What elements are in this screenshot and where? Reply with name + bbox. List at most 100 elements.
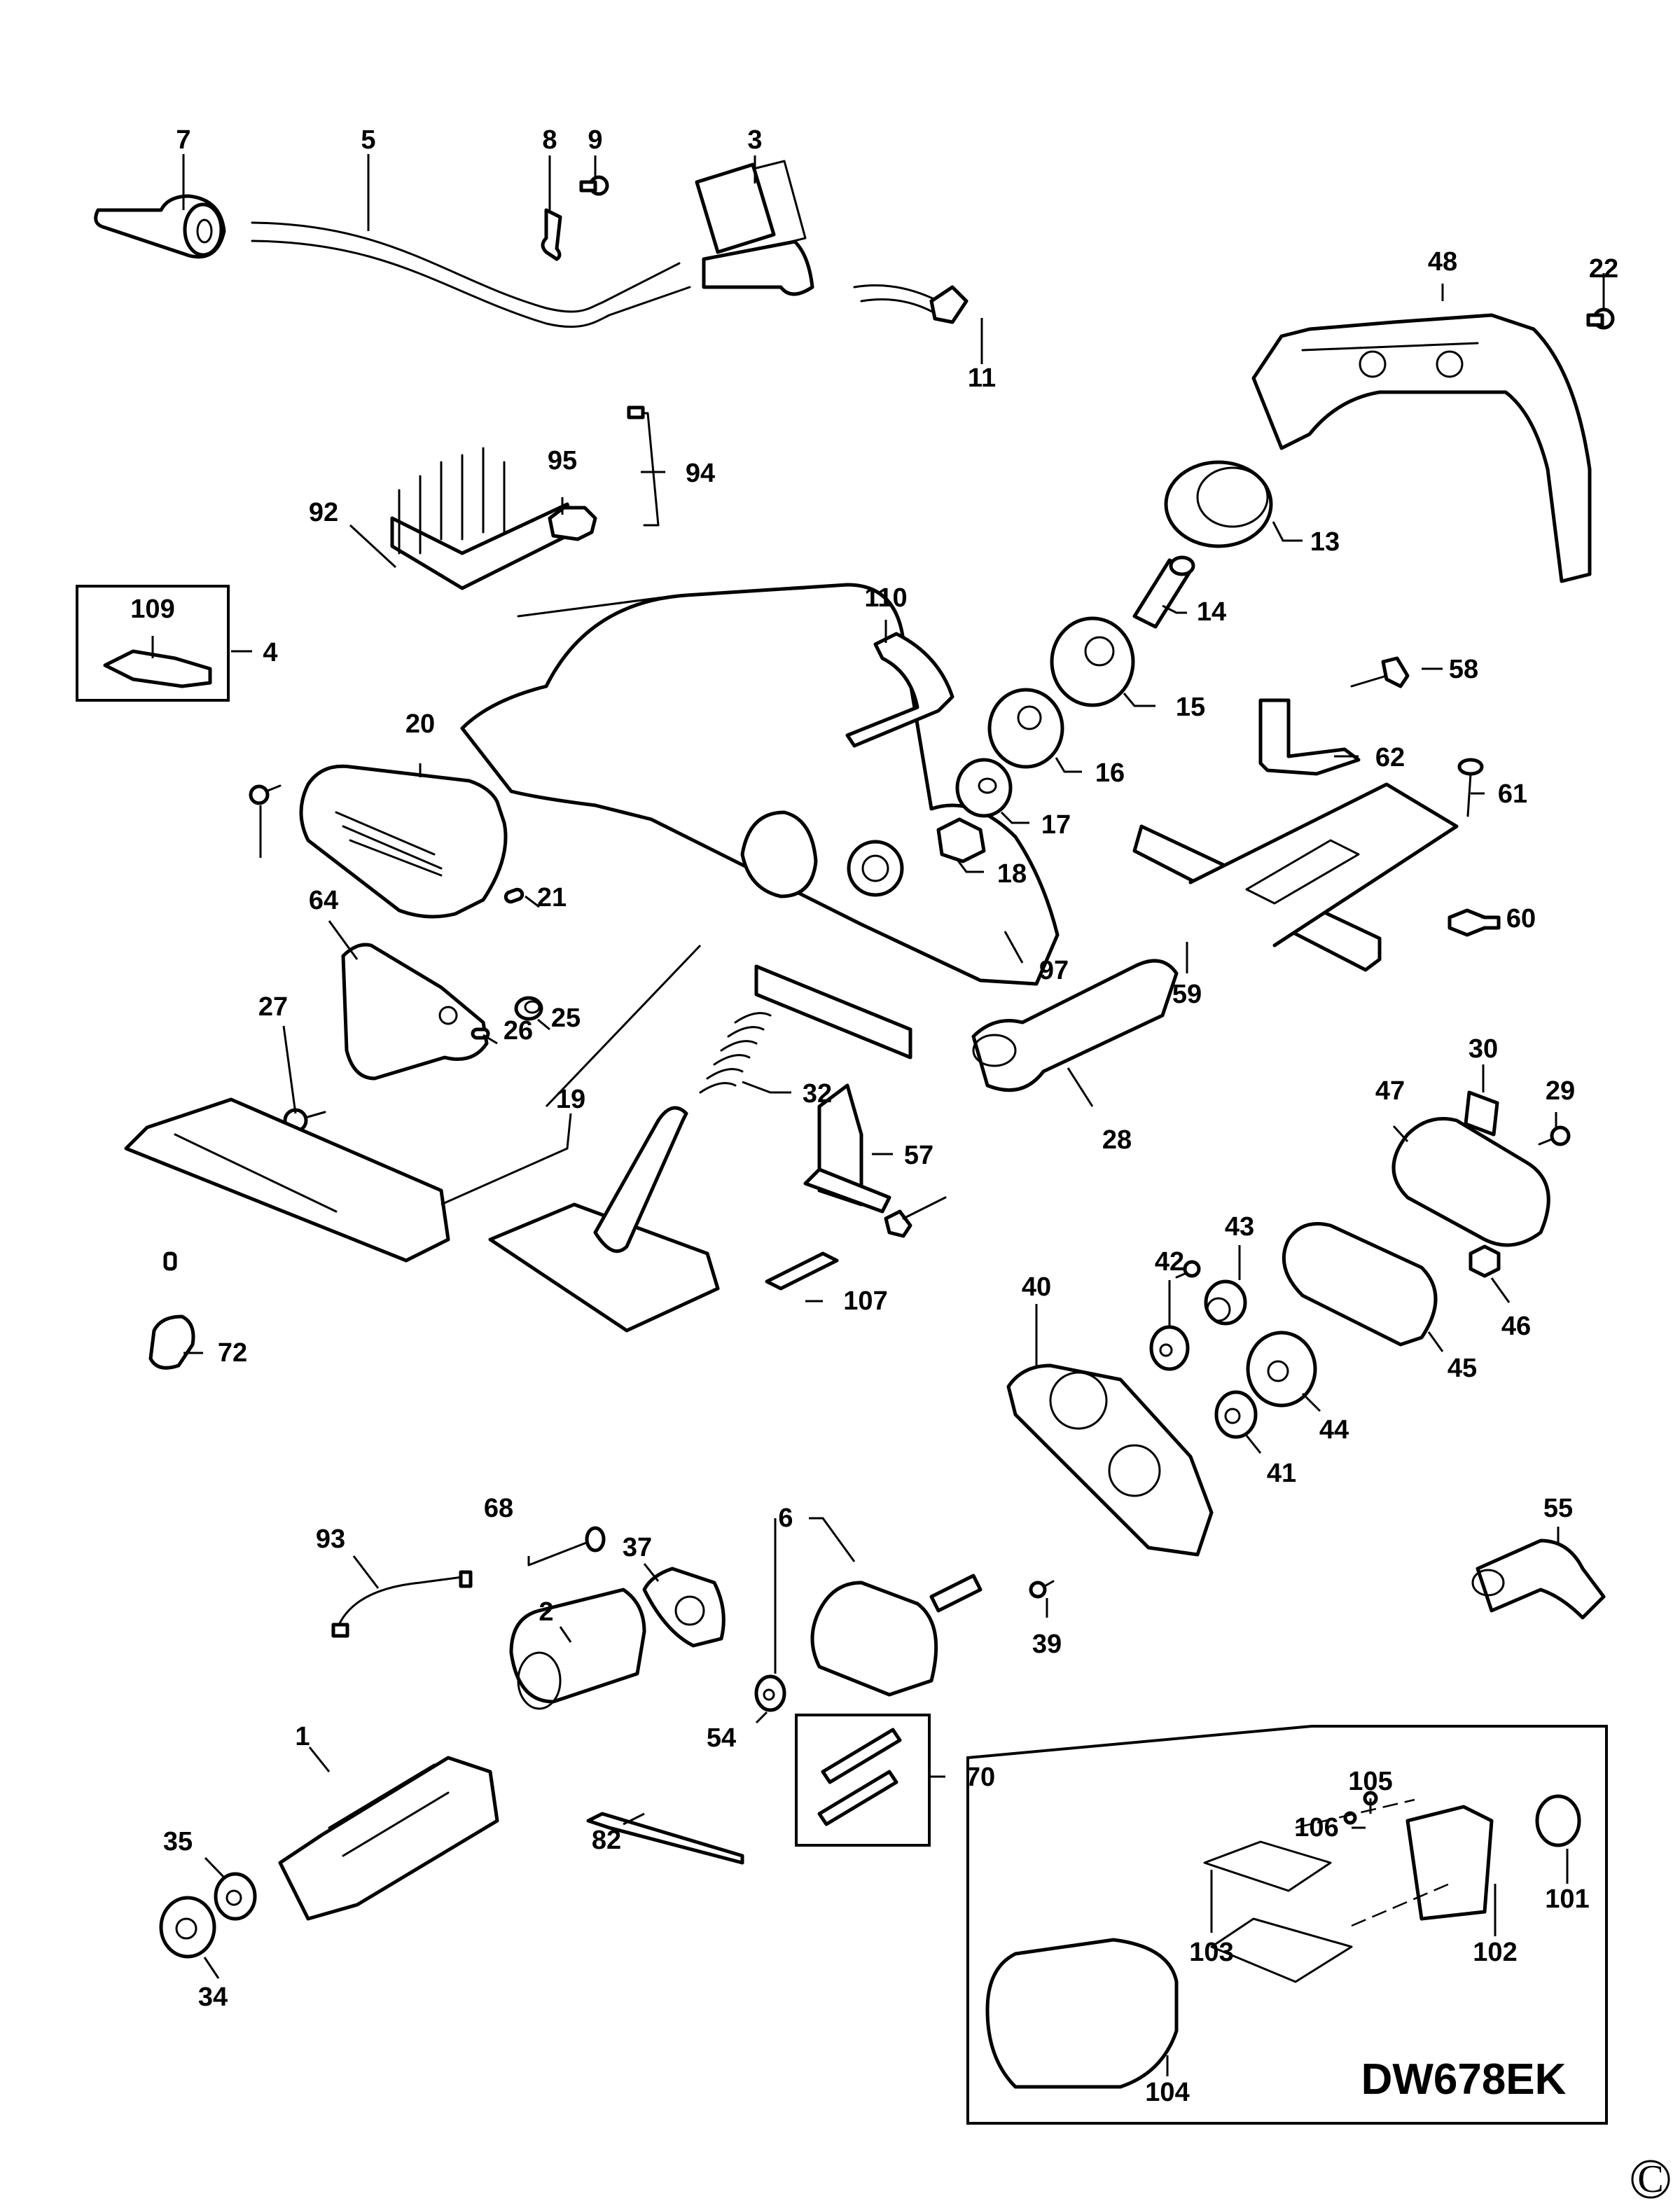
part-label-37[interactable]: 37: [623, 1533, 652, 1562]
part-label-82[interactable]: 82: [592, 1826, 621, 1855]
part-94-drawing: [627, 405, 660, 527]
part-19-shoe-drawing: [124, 1097, 450, 1263]
part-label-54[interactable]: 54: [707, 1723, 736, 1753]
part-37-drawing: [642, 1567, 726, 1648]
part-label-4[interactable]: 4: [263, 638, 277, 667]
part-label-104[interactable]: 104: [1145, 2078, 1189, 2107]
part-label-40[interactable]: 40: [1022, 1272, 1051, 1302]
part-label-3[interactable]: 3: [747, 125, 762, 155]
part-64-drawing: [341, 943, 489, 1081]
part-label-27[interactable]: 27: [258, 992, 288, 1022]
part-label-11[interactable]: 11: [968, 363, 996, 393]
part-92-drawing: [390, 447, 576, 590]
part-label-44[interactable]: 44: [1319, 1415, 1349, 1445]
part-60-drawing: [1448, 908, 1501, 937]
part-label-105[interactable]: 105: [1348, 1767, 1392, 1796]
part-48-drawing: [1251, 313, 1592, 583]
part-28-drawing: [971, 959, 1179, 1092]
part-label-6[interactable]: 6: [778, 1504, 793, 1533]
part-42-drawing: [1149, 1325, 1190, 1371]
part-label-68[interactable]: 68: [484, 1494, 513, 1523]
part-label-59[interactable]: 59: [1172, 980, 1202, 1009]
part-label-48[interactable]: 48: [1428, 247, 1457, 277]
part-label-19[interactable]: 19: [556, 1085, 585, 1114]
part-label-45[interactable]: 45: [1448, 1354, 1477, 1383]
part-22c-drawing: [163, 1251, 177, 1271]
part-11-drawing: [853, 284, 969, 324]
part-label-42[interactable]: 42: [1155, 1247, 1184, 1277]
part-22d-drawing: [1175, 1260, 1201, 1279]
part-label-14[interactable]: 14: [1197, 597, 1226, 627]
part-label-43[interactable]: 43: [1225, 1212, 1254, 1242]
part-label-102[interactable]: 102: [1473, 1938, 1517, 1967]
part-label-5[interactable]: 5: [361, 125, 375, 155]
part-label-64[interactable]: 64: [309, 886, 338, 915]
part-label-30[interactable]: 30: [1469, 1034, 1498, 1064]
part-label-16[interactable]: 16: [1095, 758, 1125, 788]
part-label-55[interactable]: 55: [1543, 1494, 1573, 1523]
part-label-110[interactable]: 110: [864, 583, 907, 613]
part-9-drawing: [579, 175, 609, 196]
part-label-9[interactable]: 9: [588, 125, 602, 155]
part-label-20[interactable]: 20: [405, 709, 435, 739]
part-label-13[interactable]: 13: [1310, 527, 1340, 557]
part-label-2[interactable]: 2: [539, 1597, 553, 1627]
part-label-17[interactable]: 17: [1041, 810, 1071, 840]
part-label-61[interactable]: 61: [1498, 779, 1527, 809]
part-label-47[interactable]: 47: [1375, 1076, 1405, 1106]
part-label-101[interactable]: 101: [1545, 1884, 1589, 1914]
part-label-109[interactable]: 109: [130, 595, 174, 624]
part-59-drawing: [1132, 782, 1459, 972]
part-95-drawing: [548, 506, 597, 541]
part-label-97[interactable]: 97: [1039, 956, 1069, 985]
part-label-57[interactable]: 57: [904, 1141, 933, 1170]
part-label-21[interactable]: 21: [537, 883, 567, 912]
part-label-22[interactable]: 22: [1589, 254, 1618, 284]
part-label-107[interactable]: 107: [843, 1286, 887, 1316]
part-label-41[interactable]: 41: [1267, 1459, 1296, 1488]
part-label-7[interactable]: 7: [176, 125, 190, 155]
part-label-70[interactable]: 70: [966, 1763, 995, 1792]
part-label-15[interactable]: 15: [1176, 693, 1205, 722]
part-label-35[interactable]: 35: [163, 1827, 193, 1856]
part-label-1[interactable]: 1: [295, 1722, 310, 1751]
part-68-drawing: [527, 1526, 606, 1567]
part-label-103[interactable]: 103: [1189, 1938, 1233, 1967]
part-label-8[interactable]: 8: [542, 125, 557, 155]
part-20-drawing: [299, 764, 508, 919]
leader-lines: [151, 154, 1605, 2076]
part-label-39[interactable]: 39: [1032, 1630, 1062, 1659]
part-label-58[interactable]: 58: [1449, 655, 1478, 684]
part-label-28[interactable]: 28: [1102, 1125, 1132, 1155]
part-19-front-drawing: [488, 1106, 720, 1333]
part-32-drawing: [699, 1012, 772, 1094]
part-7-drawing: [94, 194, 226, 259]
part-label-62[interactable]: 62: [1375, 743, 1405, 772]
part-58a-drawing: [1350, 656, 1410, 688]
part-110-drawing: [845, 632, 954, 748]
part-label-26[interactable]: 26: [504, 1016, 533, 1046]
part-3-drawing: [695, 160, 814, 296]
part-label-32[interactable]: 32: [803, 1079, 832, 1109]
part-13-drawing: [1164, 460, 1273, 548]
part-label-34[interactable]: 34: [198, 1983, 228, 2012]
part-label-92[interactable]: 92: [309, 498, 338, 527]
part-label-94[interactable]: 94: [686, 459, 715, 488]
part-label-29[interactable]: 29: [1546, 1076, 1575, 1106]
part-22a-drawing: [1586, 307, 1615, 330]
part-label-95[interactable]: 95: [548, 446, 577, 475]
part-label-46[interactable]: 46: [1501, 1312, 1531, 1341]
part-18-drawing: [936, 817, 986, 863]
part-46-drawing: [1469, 1244, 1501, 1278]
part-label-106[interactable]: 106: [1294, 1813, 1338, 1842]
part-45-drawing: [1282, 1222, 1438, 1347]
part-label-60[interactable]: 60: [1506, 904, 1536, 933]
part-label-72[interactable]: 72: [218, 1338, 247, 1368]
part-29-drawing: [1538, 1125, 1571, 1146]
part-40-drawing: [1006, 1363, 1214, 1557]
part-label-18[interactable]: 18: [997, 859, 1027, 889]
part-34-drawing: [159, 1896, 216, 1959]
part-label-25[interactable]: 25: [551, 1004, 581, 1033]
part-label-93[interactable]: 93: [316, 1525, 345, 1554]
